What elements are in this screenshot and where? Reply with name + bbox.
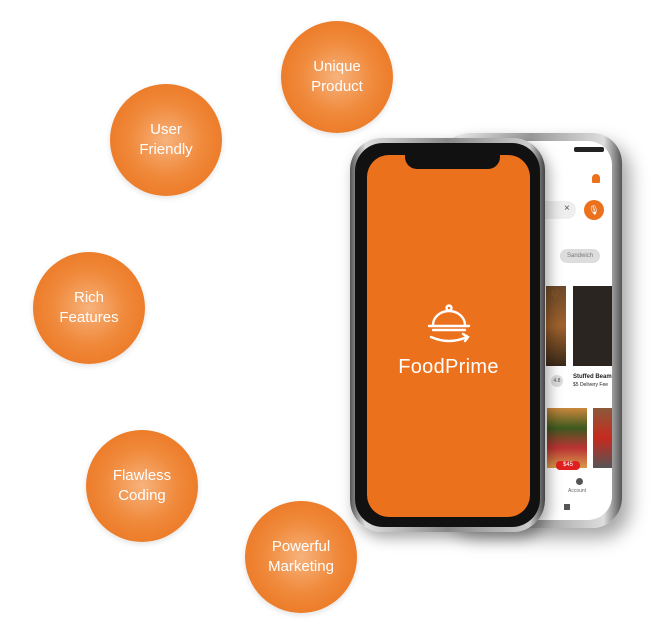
feature-label: Unique <box>313 58 361 75</box>
nav-account-icon[interactable] <box>576 478 583 485</box>
restaurant-name[interactable]: Stuffed Beam <box>573 374 612 380</box>
nav-account[interactable]: Account <box>568 488 587 494</box>
brand-name: FoodPrime <box>398 356 499 378</box>
app-logo: FoodPrime <box>367 303 530 379</box>
heart-icon[interactable]: ♡ <box>551 289 560 299</box>
notch <box>405 155 500 169</box>
splash-screen: FoodPrime <box>367 155 530 517</box>
feature-label: Flawless <box>112 467 172 484</box>
feature-label: Product <box>311 78 363 95</box>
cloche-icon <box>427 304 470 343</box>
price-badge: $45 <box>556 461 580 470</box>
rating-badge: 4.8 <box>551 375 563 387</box>
food-image[interactable] <box>547 408 587 468</box>
mic-button[interactable]: 🎙 <box>584 200 604 220</box>
food-image[interactable] <box>546 286 566 366</box>
delivery-fee: $5 Delivery Fee <box>573 382 609 388</box>
feature-label: Rich <box>73 289 104 306</box>
status-bar-icons <box>574 147 604 152</box>
food-image[interactable] <box>593 408 612 468</box>
feature-label: Coding <box>118 487 166 504</box>
front-phone: FoodPrime <box>350 138 545 532</box>
feature-label: Friendly <box>139 141 193 158</box>
feature-label: Features <box>59 309 119 326</box>
feature-label: Marketing <box>268 558 334 575</box>
chip-sandwich[interactable]: Sandwich <box>560 249 600 263</box>
home-button[interactable] <box>564 504 570 510</box>
feature-label: User <box>150 121 182 138</box>
clear-search-icon[interactable]: × <box>564 203 570 214</box>
feature-label: Powerful <box>271 538 331 555</box>
bell-icon[interactable] <box>592 174 600 183</box>
food-image[interactable] <box>573 286 612 366</box>
heart-icon[interactable]: ♡ <box>573 409 582 419</box>
